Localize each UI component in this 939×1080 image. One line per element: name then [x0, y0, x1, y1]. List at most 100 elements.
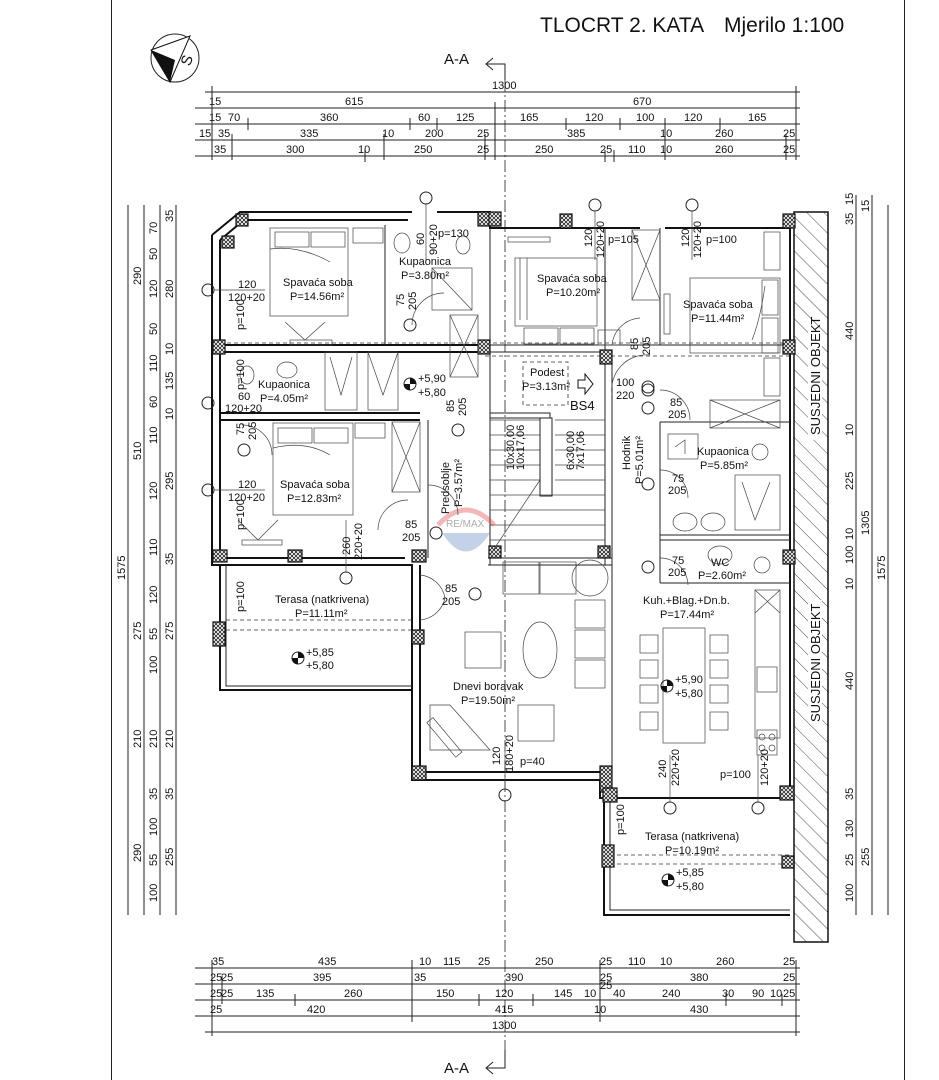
room-wc: WCP=2.60m²	[698, 557, 746, 582]
dimension-label: 255	[164, 848, 176, 866]
drawing-title: TLOCRT 2. KATA Mjerilo 1:100	[540, 14, 858, 38]
dimension-label: P=3.80m²	[401, 270, 449, 282]
dimension-label: 1575	[876, 556, 888, 580]
dimension-label: 295	[164, 472, 176, 490]
neighbour-label-1: SUSJEDNI OBJEKT	[808, 316, 823, 435]
dimension-label: 110	[148, 354, 160, 372]
dimension-label: 435	[318, 956, 336, 968]
level-markers: +5,90+5,80 +5,85+5,80 +5,90+5,80 +5,85+5…	[291, 373, 704, 893]
dimension-label: Spavaća soba	[280, 479, 351, 491]
dimension-label: 120	[585, 112, 603, 124]
dimension-label: 10	[844, 424, 856, 436]
section-label-top: A-A	[444, 51, 469, 68]
dimension-label: 145	[554, 988, 572, 1000]
dimension-label: 390	[505, 972, 523, 984]
dimension-label: 10	[660, 128, 672, 140]
dimension-label: 120	[491, 747, 503, 765]
dimension-label: 25	[210, 1004, 222, 1016]
dimension-label: P=3.57m²	[453, 459, 465, 507]
dimension-label: 120	[583, 229, 595, 247]
stair-run-2: 6x30,00	[565, 431, 577, 470]
watermark-text: RE/MAX	[446, 519, 485, 530]
dimension-label: 25	[783, 144, 795, 156]
section-marker-top: A-A	[444, 51, 506, 80]
plan-title: TLOCRT 2. KATA	[540, 14, 705, 37]
dimension-label: 35	[164, 210, 176, 222]
dimension-label: 25	[783, 988, 795, 1000]
dimension-label: Kuh.+Blag.+Dn.b.	[643, 595, 730, 607]
dimension-label: p=40	[520, 756, 545, 768]
dimension-label: 100	[616, 377, 634, 389]
dimension-label: 415	[495, 1004, 513, 1016]
dimension-label: 120+20	[228, 492, 265, 504]
dimension-label: 1300	[492, 80, 516, 92]
level-marker-3: +5,90+5,80	[660, 674, 703, 700]
dimension-label: p=100	[706, 234, 737, 246]
dimension-label: 220+20	[353, 523, 365, 560]
dimension-label: 110	[148, 538, 160, 556]
dimension-label: 205	[641, 337, 653, 355]
dimension-label: 85	[445, 400, 457, 412]
dimension-label: Predsoblje	[440, 462, 452, 514]
dimension-label: 35	[212, 956, 224, 968]
room-kitchen-dining: Kuh.+Blag.+Dn.b.P=17.44m²	[643, 595, 730, 621]
dimension-label: 85	[445, 583, 457, 595]
dimension-label: 75	[235, 423, 247, 435]
dimension-label: 25	[844, 854, 856, 866]
dimension-label: 255	[860, 848, 872, 866]
dimension-chain-left: 1575 290 510 275 210 290 70 50 120 50 11…	[116, 205, 177, 915]
room-terrace-2: Terasa (natkrivena)P=10.19m²	[645, 831, 739, 857]
dimension-label: 50	[148, 323, 160, 335]
dimension-label: 100	[148, 656, 160, 674]
dimension-chain-bottom: 35 435 10 115 25 250 25 110 10 260 25 25…	[195, 956, 800, 1036]
dimension-label: 60	[238, 391, 250, 403]
dimension-label: 85	[405, 519, 417, 531]
dimension-label: 100	[844, 884, 856, 902]
dimension-label: 205	[442, 596, 460, 608]
stair-run-1b: 10x17,06	[515, 425, 527, 470]
dimension-label: 40	[613, 988, 625, 1000]
dimension-label: 25	[210, 972, 222, 984]
dimension-label: 15	[860, 200, 872, 212]
dimension-label: 60	[415, 233, 427, 245]
dimension-label: 165	[520, 112, 538, 124]
dimension-label: 110	[628, 956, 646, 968]
dimension-label: 615	[345, 96, 363, 108]
dimension-label: 250	[535, 956, 553, 968]
dimension-label: P=3.13m²	[522, 381, 570, 393]
dimension-label: p=100	[235, 581, 247, 612]
sheet-frame-right	[904, 0, 905, 1080]
dimension-label: 120+20	[595, 221, 607, 258]
dimension-label: P=10.20m²	[546, 287, 600, 299]
dimension-label: 120	[148, 482, 160, 500]
dimension-label: 120	[238, 279, 256, 291]
dimension-label: 120	[495, 988, 513, 1000]
dimension-label: 200	[425, 128, 443, 140]
dimension-label: 260	[341, 537, 353, 555]
level-marker-2: +5,85+5,80	[291, 647, 334, 672]
dimension-label: 120+20	[225, 403, 262, 415]
staircase: 10x30,00 10x17,06 6x30,00 7x17,06 BS4	[489, 361, 605, 556]
dimension-label: 220+20	[670, 749, 682, 786]
dimension-label: 120+20	[759, 749, 771, 786]
dimension-label: 110	[628, 144, 646, 156]
remax-watermark: RE/MAX	[436, 507, 496, 552]
north-arrow-icon: S	[150, 33, 200, 84]
dimension-label: 10	[660, 956, 672, 968]
dimension-label: 120	[238, 479, 256, 491]
dimension-label: +5,90	[418, 373, 446, 385]
dimension-label: 25	[600, 956, 612, 968]
dimension-label: P=12.83m²	[287, 493, 341, 505]
dimension-label: 240	[662, 988, 680, 1000]
dimension-label: 25	[600, 980, 612, 992]
dimension-label: 360	[320, 112, 338, 124]
dimension-label: 275	[132, 622, 144, 640]
dimension-label: Spavaća soba	[537, 273, 608, 285]
dimension-label: P=19.50m²	[461, 695, 515, 707]
dimension-label: 100	[844, 546, 856, 564]
dimension-label: 205	[668, 567, 686, 579]
